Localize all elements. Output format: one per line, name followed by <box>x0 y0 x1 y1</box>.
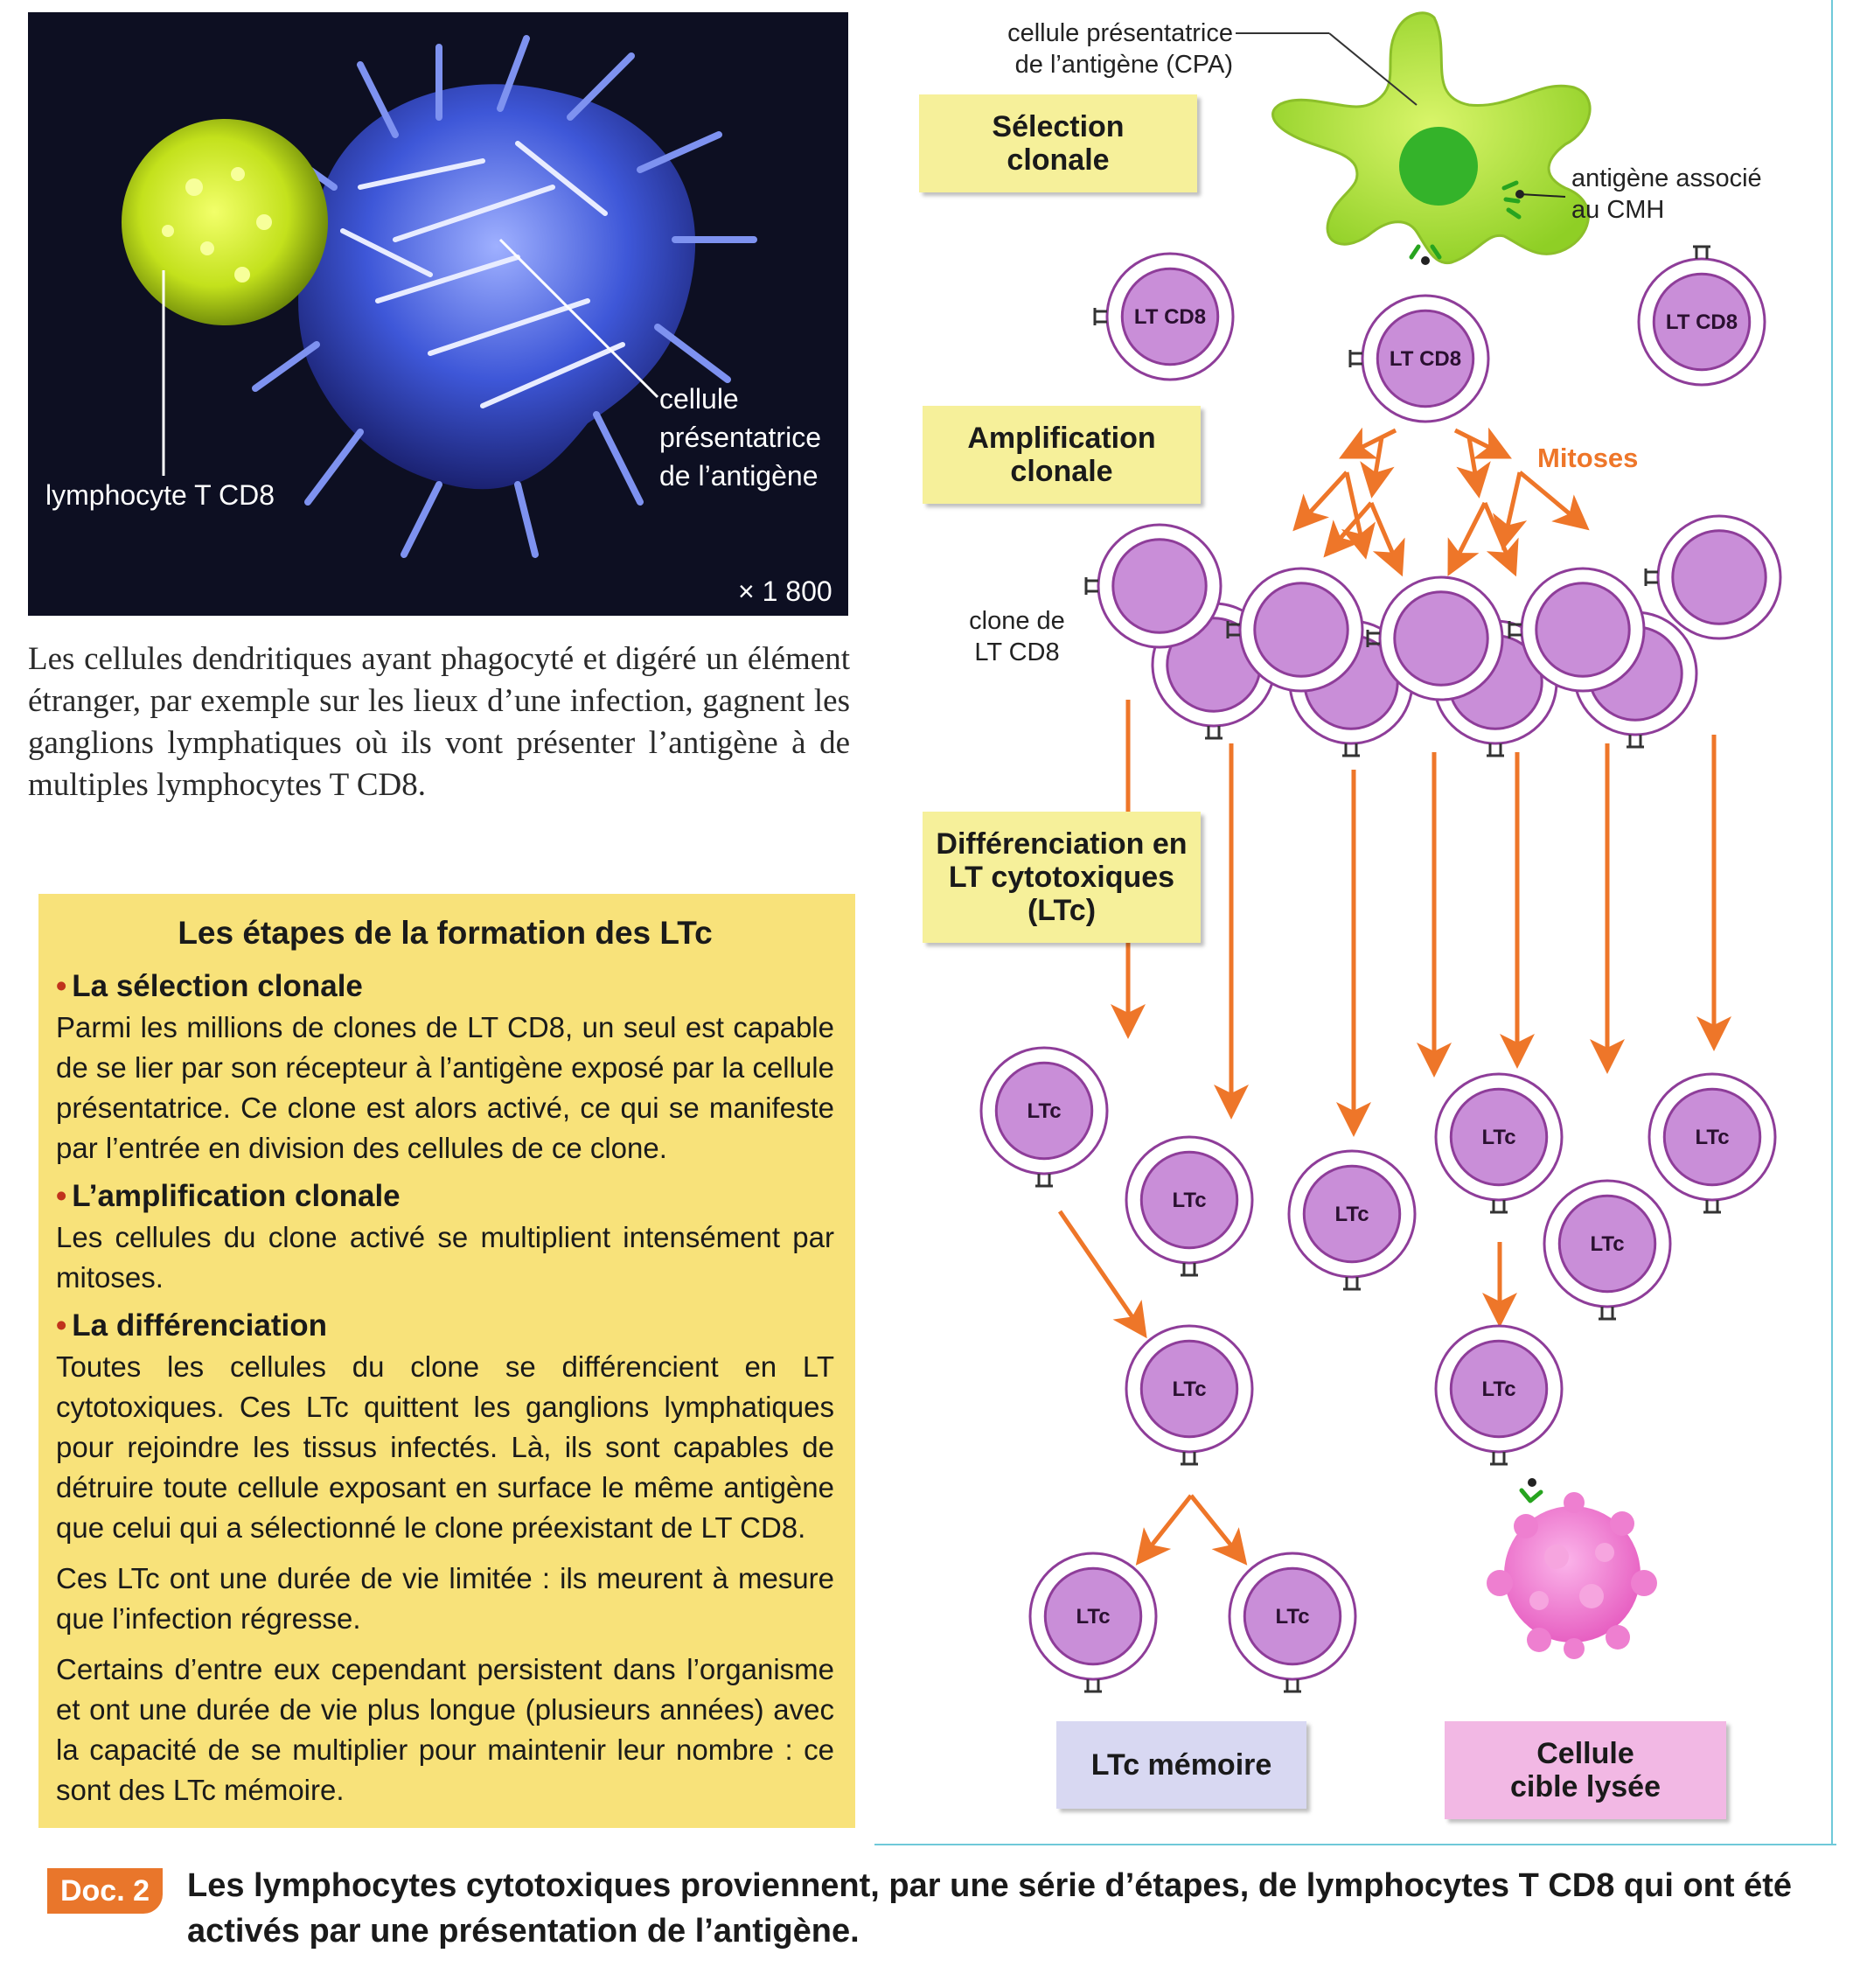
section-selection-heading: La sélection clonale <box>72 969 363 1003</box>
cell-label: LT CD8 <box>1134 305 1206 329</box>
section-heading: •L’amplification clonale <box>56 1179 834 1214</box>
stage-amplification-line-2: clonale <box>1010 455 1113 488</box>
cell-label: LTc <box>1334 1203 1369 1226</box>
label-cpa-1: cellule <box>659 383 739 415</box>
target-lysed-line-2: cible lysée <box>1509 1770 1661 1803</box>
cpa-label-2: de l’antigène (CPA) <box>1014 51 1233 79</box>
label-cpa-3: de l’antigène <box>659 460 819 492</box>
cell-label: LTc <box>1695 1126 1729 1149</box>
bullet-icon: • <box>56 969 67 1003</box>
clone-cell <box>1226 567 1364 693</box>
frame-rule-bottom <box>874 1844 1836 1845</box>
antigen-label-2: au CMH <box>1571 196 1665 224</box>
cpa-blue-cell <box>243 35 757 558</box>
ltc-cell: LTc <box>1647 1072 1777 1214</box>
ltc-cell: LTc <box>979 1046 1109 1188</box>
section-amplification-heading: L’amplification clonale <box>72 1179 401 1213</box>
micrograph-photo: lymphocyte T CD8 cellule présentatrice d… <box>28 12 848 616</box>
section-differenciation-text-1: Toutes les cellules du clone se différen… <box>56 1350 834 1544</box>
label-cpa-2: présentatrice <box>659 422 821 453</box>
clone-cell <box>1644 514 1782 640</box>
memory-ltc-label: LTc mémoire <box>1090 1748 1272 1782</box>
section-differenciation-text-3: Certains d’entre eux cependant persisten… <box>56 1653 834 1806</box>
ltc-cell: LTc <box>1543 1179 1672 1321</box>
target-lysed-box: Cellule cible lysée <box>1445 1721 1726 1819</box>
lymphocyte-yellow-cell <box>122 119 328 325</box>
cell-label: LTc <box>1172 1189 1206 1212</box>
stage-selection-line-1: Sélection <box>992 110 1125 143</box>
antigen-label-1: antigène associé <box>1571 164 1762 192</box>
ltc-cell-memory-parent: LTc <box>1125 1324 1254 1466</box>
stage-selection-line-2: clonale <box>1007 143 1110 177</box>
frame-rule-right <box>1831 0 1833 1845</box>
mitosis-arrows <box>1292 427 1590 577</box>
photo-caption: Les cellules dendritiques ayant phagocyt… <box>28 641 850 803</box>
clone-cell <box>1366 575 1504 701</box>
clone-label-1: clone de <box>969 607 1065 635</box>
clone-label-2: LT CD8 <box>974 638 1060 666</box>
cell-label: LTc <box>1275 1605 1309 1629</box>
stage-amplification-line-1: Amplification <box>967 422 1156 455</box>
section-amplification-text: Les cellules du clone activé se multipli… <box>56 1221 834 1294</box>
label-lymphocyte: lymphocyte T CD8 <box>45 479 275 511</box>
bullet-icon: • <box>56 1308 67 1343</box>
stage-differenciation-box: Différenciation en LT cytotoxiques (LTc) <box>923 812 1201 943</box>
micrograph-illustration <box>28 12 848 616</box>
section-heading: •La sélection clonale <box>56 969 834 1004</box>
doc-badge: Doc. 2 <box>47 1868 163 1914</box>
cpa-dendritic-cell <box>1271 11 1592 265</box>
ltc-cell: LTc <box>1125 1135 1254 1277</box>
cell-label: LTc <box>1590 1232 1624 1256</box>
lt-cd8-cell-selected: LT CD8 <box>1348 294 1490 423</box>
lt-cd8-cell: LT CD8 <box>1637 245 1766 387</box>
ltc-cell: LTc <box>1434 1072 1564 1214</box>
section-differenciation-heading: La différenciation <box>72 1308 327 1343</box>
lt-cd8-cell: LT CD8 <box>1093 252 1235 381</box>
stage-selection-box: Sélection clonale <box>919 94 1197 192</box>
cpa-label-1: cellule présentatrice <box>1007 19 1233 47</box>
section-heading: •La différenciation <box>56 1308 834 1343</box>
cell-label: LT CD8 <box>1390 347 1461 371</box>
ltc-memory-cell: LTc <box>1228 1552 1357 1693</box>
magnification: × 1 800 <box>738 575 832 607</box>
stage-differenciation-line-3: (LTc) <box>1027 894 1097 927</box>
cell-label: LTc <box>1481 1126 1515 1149</box>
steps-title: Les étapes de la formation des LTc <box>178 915 713 951</box>
section-differenciation-text-2: Ces LTc ont une durée de vie limitée : i… <box>56 1562 834 1635</box>
ltc-cell-attacking: LTc <box>1434 1324 1564 1466</box>
ltc-cell: LTc <box>1287 1149 1417 1291</box>
mitoses-label: Mitoses <box>1537 443 1639 473</box>
steps-box: Les étapes de la formation des LTc •La s… <box>38 894 855 1828</box>
stage-amplification-box: Amplification clonale <box>923 406 1201 504</box>
memory-ltc-box: LTc mémoire <box>1056 1721 1306 1809</box>
cell-label: LTc <box>1481 1378 1515 1401</box>
bullet-icon: • <box>56 1179 67 1213</box>
figure-footer <box>0 1854 1853 1988</box>
clone-cell <box>1508 567 1646 693</box>
stage-differenciation-line-1: Différenciation en <box>936 827 1188 861</box>
clone-cell <box>1084 523 1223 649</box>
target-lysed-line-1: Cellule <box>1536 1737 1634 1770</box>
cell-label: LTc <box>1027 1099 1061 1123</box>
target-cell-lysed <box>1487 1478 1657 1659</box>
differentiation-arrows <box>1057 700 1731 1566</box>
section-selection-text: Parmi les millions de clones de LT CD8, … <box>56 1011 834 1164</box>
cell-label: LT CD8 <box>1666 310 1738 334</box>
cell-label: LTc <box>1172 1378 1206 1401</box>
figure-legend: Les lymphocytes cytotoxiques proviennent… <box>187 1867 1793 1950</box>
ltc-memory-cell: LTc <box>1028 1552 1158 1693</box>
cell-label: LTc <box>1076 1605 1110 1629</box>
stage-differenciation-line-2: LT cytotoxiques <box>948 861 1175 894</box>
